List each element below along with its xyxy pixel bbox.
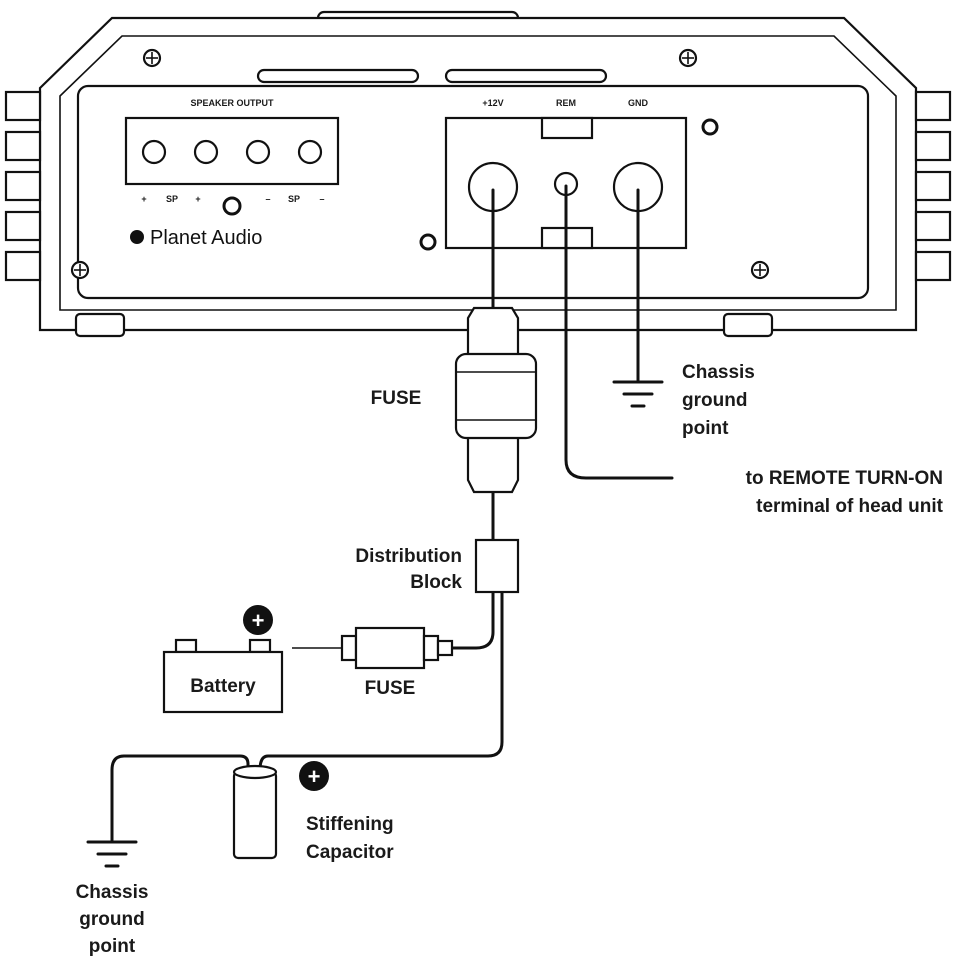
status-led xyxy=(419,233,437,251)
speaker-terminal-3 xyxy=(245,139,271,165)
speaker-terminal-1 xyxy=(141,139,167,165)
screw-icon xyxy=(678,48,698,68)
battery: Battery xyxy=(162,638,284,714)
amplifier-inner-outline xyxy=(59,35,897,311)
chassis-ground-label-left-line3: point xyxy=(89,936,136,957)
brand-logo: Planet Audio xyxy=(130,227,262,249)
remote-wire xyxy=(564,184,674,480)
inline-fuse-bottom xyxy=(340,626,454,670)
fuse-label-top: FUSE xyxy=(371,388,422,409)
capacitor-label-line2: Capacitor xyxy=(306,842,394,863)
positive-icon: + xyxy=(243,605,273,635)
power-wire-to-capacitor xyxy=(258,590,504,772)
capacitor-label-line1: Stiffening xyxy=(306,814,394,835)
positive-icon: + xyxy=(299,761,329,791)
power-wire-block-to-fuse xyxy=(450,590,495,650)
ground-wire-capacitor xyxy=(110,754,250,842)
mounting-foot-right xyxy=(722,312,774,338)
right-heatsink-fins xyxy=(914,90,952,282)
speaker-terminal-2 xyxy=(193,139,219,165)
chassis-ground-label-left-line2: ground xyxy=(79,909,144,930)
capacitor-body xyxy=(232,770,278,860)
left-heatsink-fins xyxy=(4,90,42,282)
remote-turn-on-label-line2: terminal of head unit xyxy=(756,496,944,517)
wires xyxy=(110,184,674,842)
vent-slot-right xyxy=(444,68,608,84)
distribution-block-label-line2: Block xyxy=(410,572,462,593)
chassis-ground-label-right-line2: ground xyxy=(682,390,747,411)
speaker-terminal-mark: SP xyxy=(288,194,300,204)
terminal-label-rem: REM xyxy=(556,98,576,108)
speaker-terminal-mark: + xyxy=(195,194,200,204)
chassis-ground-label-right-line1: Chassis xyxy=(682,362,755,383)
screw-icon xyxy=(70,260,90,280)
brand-name: Planet Audio xyxy=(150,227,262,249)
terminal-label-12v: +12V xyxy=(482,98,503,108)
battery-body xyxy=(162,650,284,714)
terminal-block-tab-top xyxy=(540,116,594,140)
terminal-label-gnd: GND xyxy=(628,98,649,108)
speaker-terminal-mark: – xyxy=(319,194,324,204)
ground-symbol-icon xyxy=(86,840,138,868)
positive-symbol: + xyxy=(252,608,265,633)
remote-turn-on-label-line1: to REMOTE TURN-ON xyxy=(746,468,943,489)
amplifier: SPEAKER OUTPUT + SP + – SP – Planet Audi… xyxy=(4,10,952,338)
battery-terminal-negative xyxy=(174,638,198,654)
fuse-label-bottom: FUSE xyxy=(365,678,416,699)
speaker-terminal-mark: SP xyxy=(166,194,178,204)
speaker-terminal-mark: + xyxy=(141,194,146,204)
status-led xyxy=(701,118,719,136)
positive-symbol: + xyxy=(308,764,321,789)
indicator-led xyxy=(222,196,242,216)
ground-symbol-icon xyxy=(612,380,664,408)
battery-terminal-positive xyxy=(248,638,272,654)
screw-icon xyxy=(750,260,770,280)
chassis-ground-label-left-line1: Chassis xyxy=(76,882,149,903)
chassis-ground-label-right-line3: point xyxy=(682,418,729,439)
stiffening-capacitor xyxy=(232,764,278,860)
speaker-terminal-mark: – xyxy=(265,194,270,204)
mounting-foot-left xyxy=(74,312,126,338)
vent-slot-left xyxy=(256,68,420,84)
distribution-block xyxy=(474,538,520,594)
speaker-output-label: SPEAKER OUTPUT xyxy=(190,98,274,108)
fuse-holder-cap xyxy=(454,352,538,440)
inline-fuse-top xyxy=(454,306,538,494)
capacitor-top xyxy=(232,764,278,780)
distribution-block-label-line1: Distribution xyxy=(355,546,462,567)
battery-label: Battery xyxy=(190,676,256,697)
speaker-terminal-4 xyxy=(297,139,323,165)
screw-icon xyxy=(142,48,162,68)
